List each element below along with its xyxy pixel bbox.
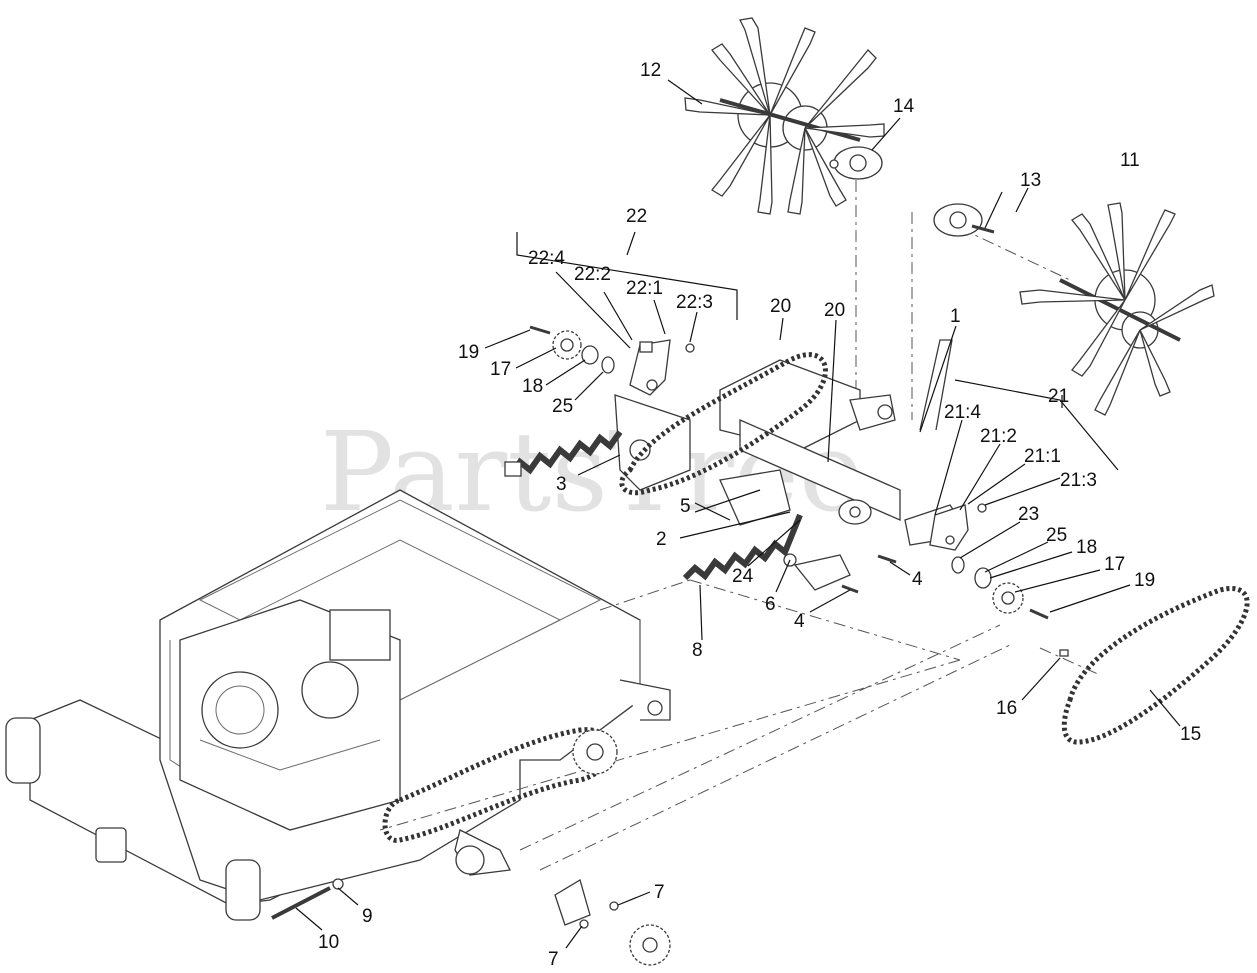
callout-19: 19 [1134,570,1155,591]
callout-25: 25 [552,396,573,417]
tine-reel-12 [684,17,885,215]
callout-12: 12 [640,60,661,81]
callout-20: 20 [824,300,845,321]
callout-17: 17 [1104,554,1125,575]
callout-11: 11 [1120,150,1140,171]
lower-drive [271,727,671,966]
callout-21-3: 21:3 [1060,470,1097,491]
callout-18: 18 [522,376,543,397]
callout-4: 4 [912,569,923,590]
callout-21-4: 21:4 [944,402,981,423]
callout-5: 5 [680,496,691,517]
callout-21-1: 21:1 [1024,446,1061,467]
callout-19: 19 [458,342,479,363]
callout-24: 24 [732,566,754,587]
callout-8: 8 [692,640,703,661]
sprocket-group-left [529,325,615,374]
callout-22-4: 22:4 [528,248,565,269]
callout-25: 25 [1046,525,1067,546]
callout-10: 10 [318,932,339,953]
callout-3: 3 [556,474,567,495]
callout-4: 4 [794,611,805,632]
callout-2: 2 [656,529,667,550]
callout-22: 22 [626,206,647,227]
bearing-13 [933,203,995,237]
callout-22-2: 22:2 [574,264,611,285]
bracket-22 [629,339,695,396]
sprocket-group-right [951,556,1049,620]
callout-6: 6 [765,594,776,615]
callout-17: 17 [490,359,511,380]
callout-13: 13 [1020,170,1041,191]
callout-14: 14 [893,96,915,117]
bracket-6 [783,553,897,594]
bracket-21 [929,503,987,551]
callout-20: 20 [770,296,791,317]
callout-9: 9 [362,906,373,927]
callout-1: 1 [950,306,961,327]
callout-7: 7 [548,949,559,970]
leader-lines [295,79,1181,949]
callout-18: 18 [1076,537,1097,558]
callout-23: 23 [1018,504,1039,525]
callout-21: 21 [1048,386,1069,407]
callout-15: 15 [1180,724,1201,745]
callout-7: 7 [654,882,665,903]
callout-labels: 1 2 3 4 4 5 6 7 7 8 9 10 11 12 13 14 15 … [318,60,1201,970]
callout-22-3: 22:3 [676,292,713,313]
callout-21-2: 21:2 [980,426,1017,447]
callout-16: 16 [996,698,1017,719]
drive-chain-loop [619,352,828,496]
spring-8 [682,513,803,581]
tine-reel-11 [1019,202,1215,416]
spring-3 [504,430,623,477]
bearing-14 [829,146,883,180]
callout-22-1: 22:1 [626,278,663,299]
assembly-lines [379,180,1101,871]
roller-chain-15 [1059,586,1250,745]
